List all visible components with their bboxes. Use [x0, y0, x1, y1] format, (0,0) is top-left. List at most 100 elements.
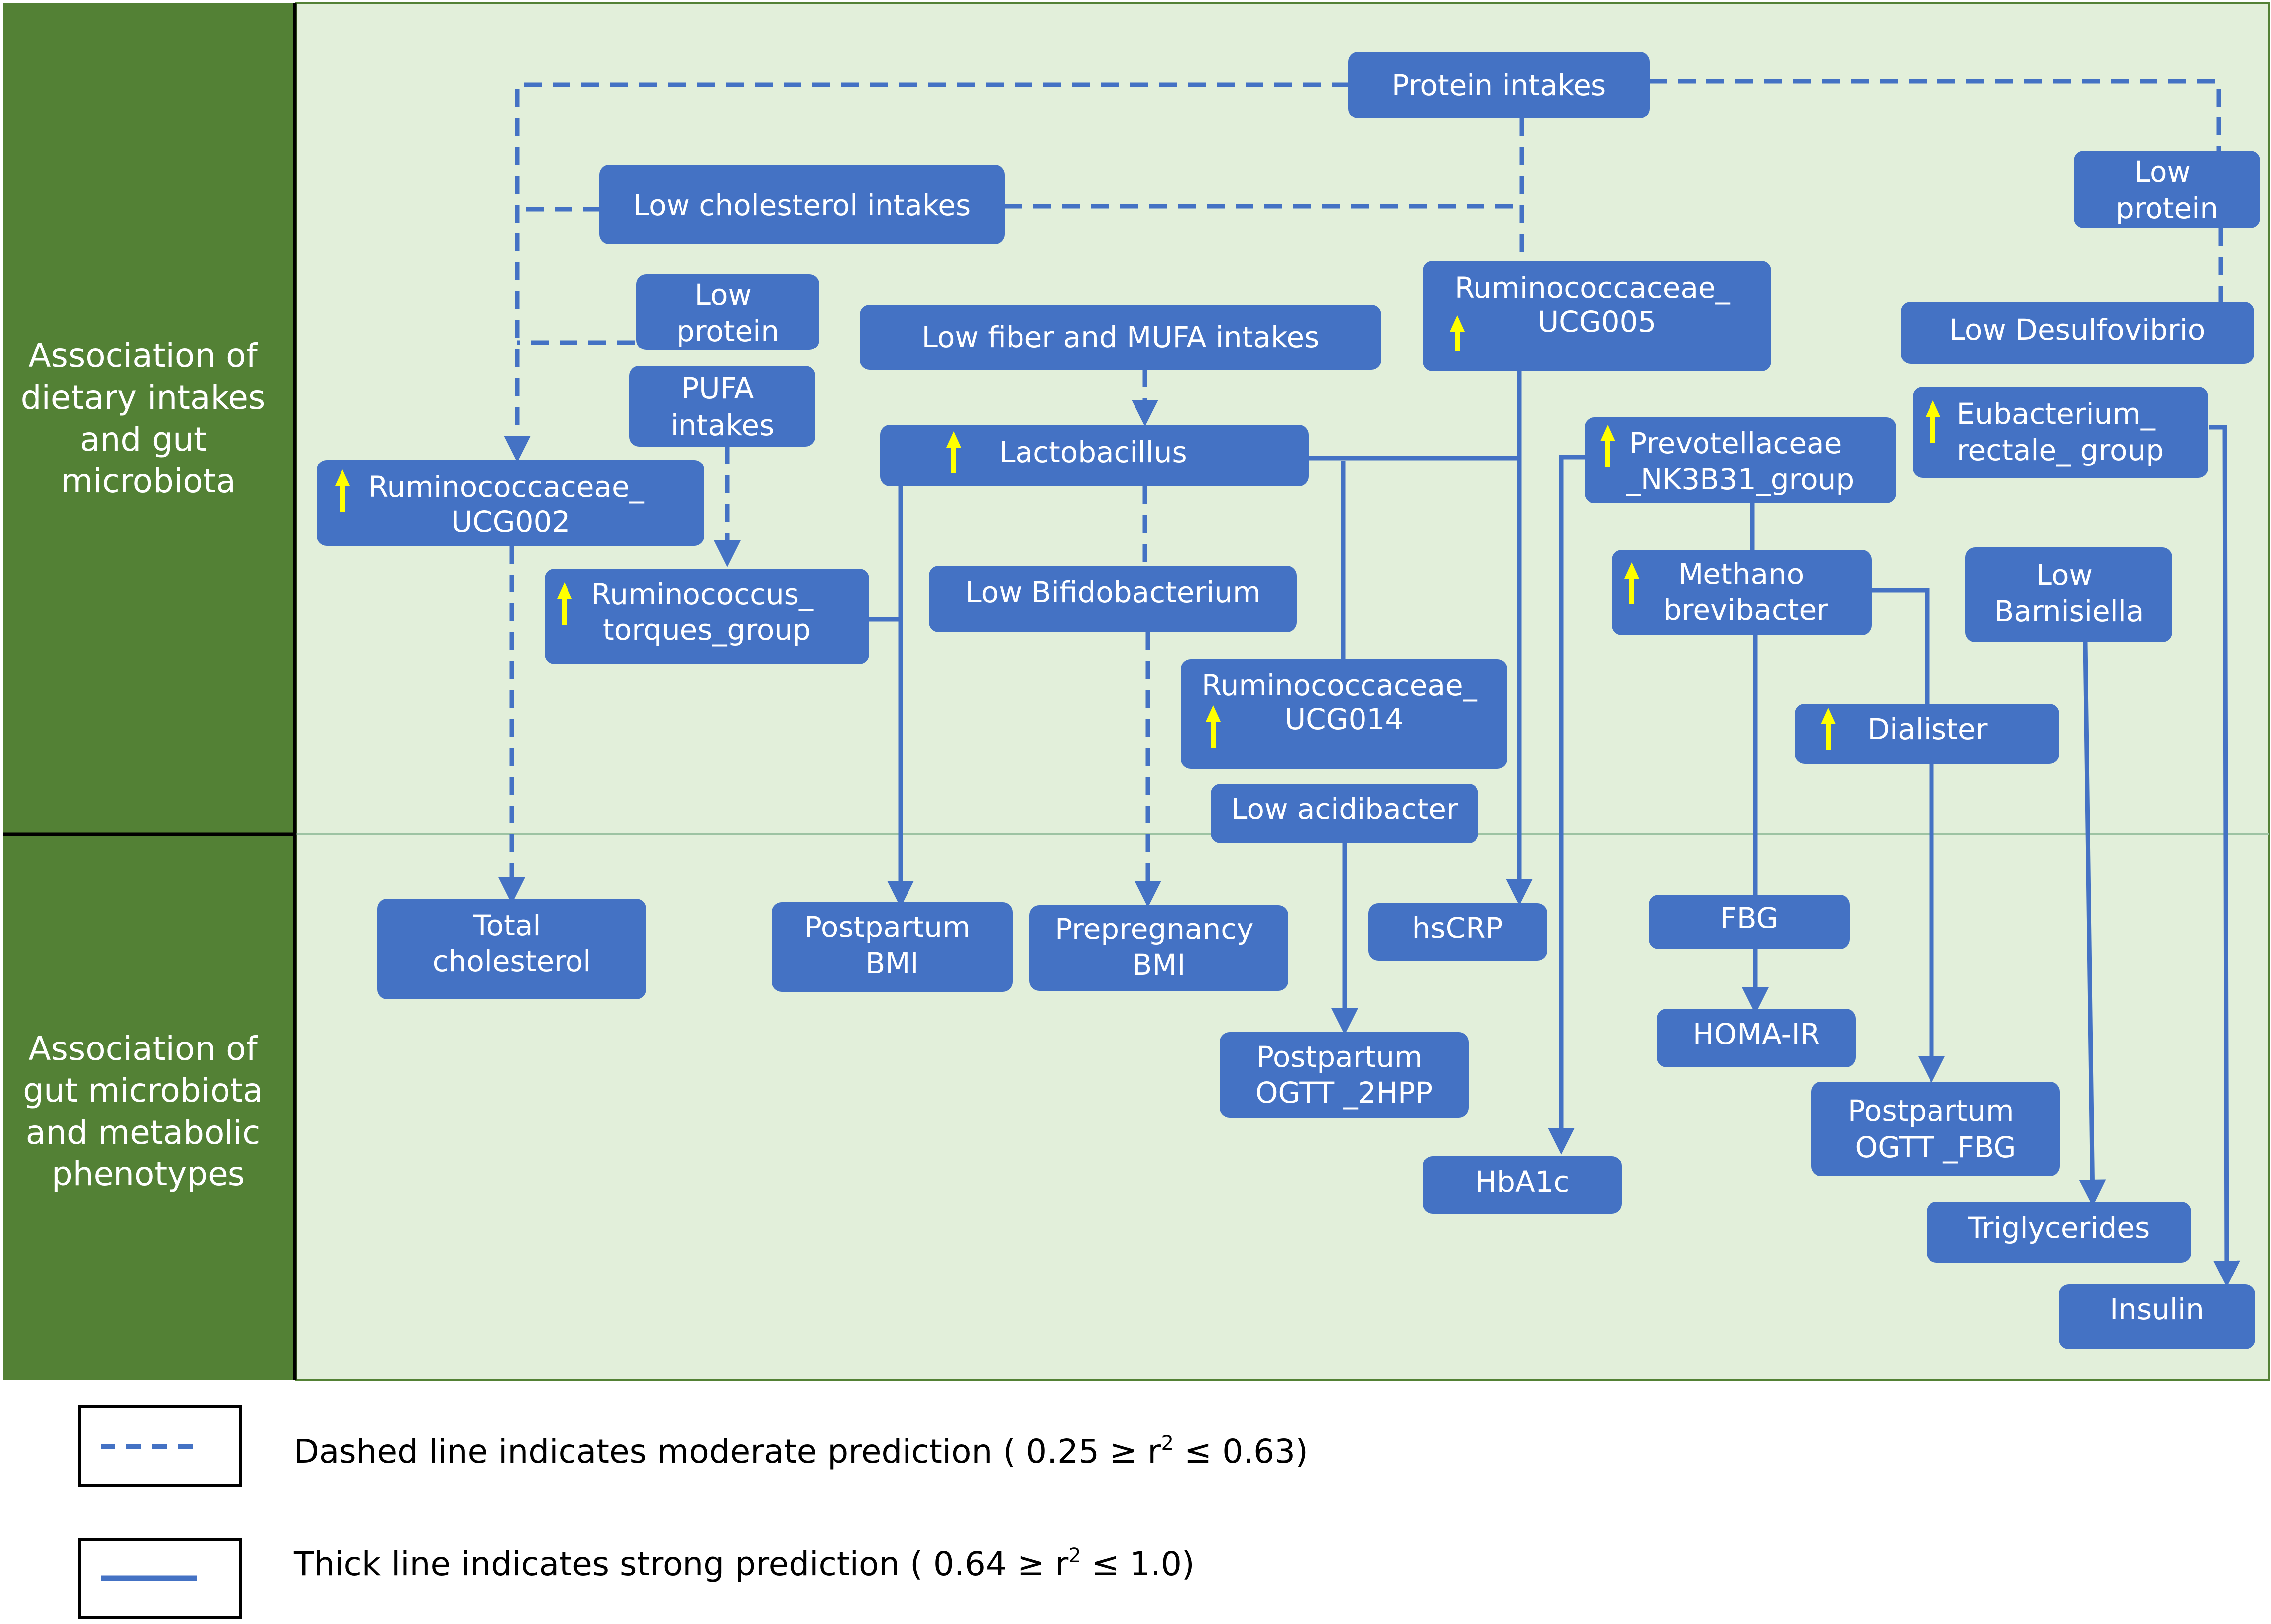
node-methanobrevibacter: Methano brevibacter [1612, 550, 1872, 635]
node-label: Low protein [2116, 155, 2218, 225]
band-bottom [3, 836, 294, 1380]
node-box [1649, 895, 1850, 949]
node-box [1368, 903, 1547, 961]
node-eubacterium: Eubacterium_ rectale_ group [1913, 387, 2208, 478]
node-low-cholesterol-intakes: Low cholesterol intakes [599, 165, 1005, 244]
legend-dashed-text: Dashed line indicates moderate predictio… [294, 1432, 1308, 1471]
band-bottom-line: and metabolic [26, 1113, 261, 1152]
node-box [2059, 1284, 2255, 1349]
node-label: Total cholesterol [433, 909, 591, 978]
node-label: FBG [1720, 901, 1778, 935]
node-label: Ruminococcaceae_ UCG002 [368, 470, 653, 539]
node-hba1c: HbA1c [1423, 1156, 1622, 1214]
node-lactobacillus: Lactobacillus [880, 425, 1309, 486]
node-label: Postpartum BMI [804, 910, 980, 980]
legend: Dashed line indicates moderate predictio… [78, 1405, 1308, 1619]
edge-protein-to-desulfovibrio [1649, 79, 2221, 152]
node-box [2074, 151, 2260, 228]
node-dialister: Dialister [1795, 704, 2059, 764]
edge-protein-to-ucg002 [504, 82, 1350, 463]
node-postpartum-bmi: Postpartum BMI [772, 902, 1013, 992]
node-homa-ir: HOMA-IR [1657, 1009, 1856, 1067]
node-box [1657, 1009, 1856, 1067]
band-top-line: and gut [80, 420, 207, 459]
increase-arrow-icon [1821, 708, 1836, 750]
node-insulin: Insulin [2059, 1284, 2255, 1349]
node-label: Ruminococcus_ torques_group [591, 578, 823, 647]
node-label: HOMA-IR [1693, 1017, 1820, 1051]
node-prevotellaceae: Prevotellaceae _NK3B31_group [1585, 417, 1896, 503]
node-box [772, 902, 1013, 992]
node-total-cholesterol: Total cholesterol [377, 899, 646, 999]
node-triglycerides: Triglycerides [1927, 1202, 2191, 1263]
node-label: Postpartum OGTT _2HPP [1255, 1040, 1433, 1110]
node-label: Ruminococcaceae_ UCG014 [1202, 668, 1486, 736]
increase-arrow-icon [557, 582, 572, 625]
node-label: Prepregnancy BMI [1055, 912, 1263, 982]
edge-prevotellaceae-to-hba1c [1548, 455, 1585, 1155]
node-label: Dialister [1867, 712, 1987, 746]
band-top [3, 3, 294, 833]
node-label: hsCRP [1412, 911, 1503, 945]
node-box [1927, 1202, 2191, 1263]
node-box [880, 425, 1309, 486]
node-ruminococcaceae-ucg002: Ruminococcaceae_ UCG002 [317, 460, 704, 546]
node-box [317, 460, 704, 546]
node-box [1211, 784, 1478, 843]
node-label: PUFA intakes [671, 371, 775, 442]
node-box [1220, 1032, 1469, 1118]
node-prepregnancy-bmi: Prepregnancy BMI [1029, 905, 1288, 991]
node-low-desulfovibrio: Low Desulfovibrio [1901, 302, 2254, 364]
node-box [629, 366, 815, 447]
node-box [636, 274, 819, 350]
node-box [1795, 704, 2059, 764]
node-box [1423, 261, 1771, 371]
band-top-line: Association of [28, 337, 258, 375]
band-top-line: dietary intakes [21, 378, 266, 417]
node-low-protein-right: Low protein [2074, 151, 2260, 228]
node-box [1965, 547, 2172, 642]
node-low-protein-left: Low protein [636, 274, 819, 350]
node-label: Methano brevibacter [1663, 557, 1828, 627]
node-label: Triglycerides [1968, 1211, 2150, 1245]
node-postpartum-ogtt-fbg: Postpartum OGTT _FBG [1811, 1082, 2060, 1176]
band-top-line: microbiota [61, 462, 236, 500]
node-protein-intakes: Protein intakes [1348, 52, 1650, 118]
node-label: Prevotellaceae _NK3B31_group [1626, 426, 1854, 496]
node-low-fiber-mufa: Low fiber and MUFA intakes [860, 305, 1381, 370]
edge-eubacterium-to-insulin [2209, 425, 2240, 1287]
node-label: Low cholesterol intakes [633, 188, 971, 222]
increase-arrow-icon [946, 431, 961, 473]
increase-arrow-icon [1206, 705, 1221, 748]
connectors [498, 79, 2240, 1287]
node-box [1585, 417, 1896, 503]
node-label: Low acidibacter [1231, 792, 1458, 826]
node-box [1181, 659, 1507, 769]
node-label: Low Barnisiella [1994, 558, 2144, 628]
node-label: HbA1c [1476, 1165, 1570, 1199]
node-box [929, 566, 1297, 632]
node-box [1913, 387, 2208, 478]
node-low-bifidobacterium: Low Bifidobacterium [929, 566, 1297, 632]
node-box [1811, 1082, 2060, 1176]
band-bottom-line: gut microbiota [23, 1071, 263, 1110]
edge-methano-to-ogtt-fbg [1871, 588, 1930, 704]
node-box [377, 899, 646, 999]
node-label: Postpartum OGTT _FBG [1848, 1094, 2023, 1164]
node-box [1423, 1156, 1622, 1214]
band-bottom-line: phenotypes [52, 1155, 245, 1193]
node-box [545, 569, 869, 664]
node-label: Low fiber and MUFA intakes [922, 320, 1320, 354]
increase-arrow-icon [1624, 562, 1639, 604]
increase-arrow-icon [1450, 315, 1465, 351]
node-label: Low protein [677, 278, 779, 348]
node-box [1029, 905, 1288, 991]
node-hscrp: hsCRP [1368, 903, 1547, 961]
band-bottom-label: Association of gut microbiota and metabo… [23, 1030, 273, 1193]
node-box [860, 305, 1381, 370]
node-label: Low Desulfovibrio [1949, 313, 2206, 347]
node-label: Ruminococcaceae_ UCG005 [1455, 271, 1739, 339]
node-postpartum-ogtt-2hpp: Postpartum OGTT _2HPP [1220, 1032, 1469, 1118]
legend-solid-text: Thick line indicates strong prediction (… [293, 1544, 1195, 1583]
